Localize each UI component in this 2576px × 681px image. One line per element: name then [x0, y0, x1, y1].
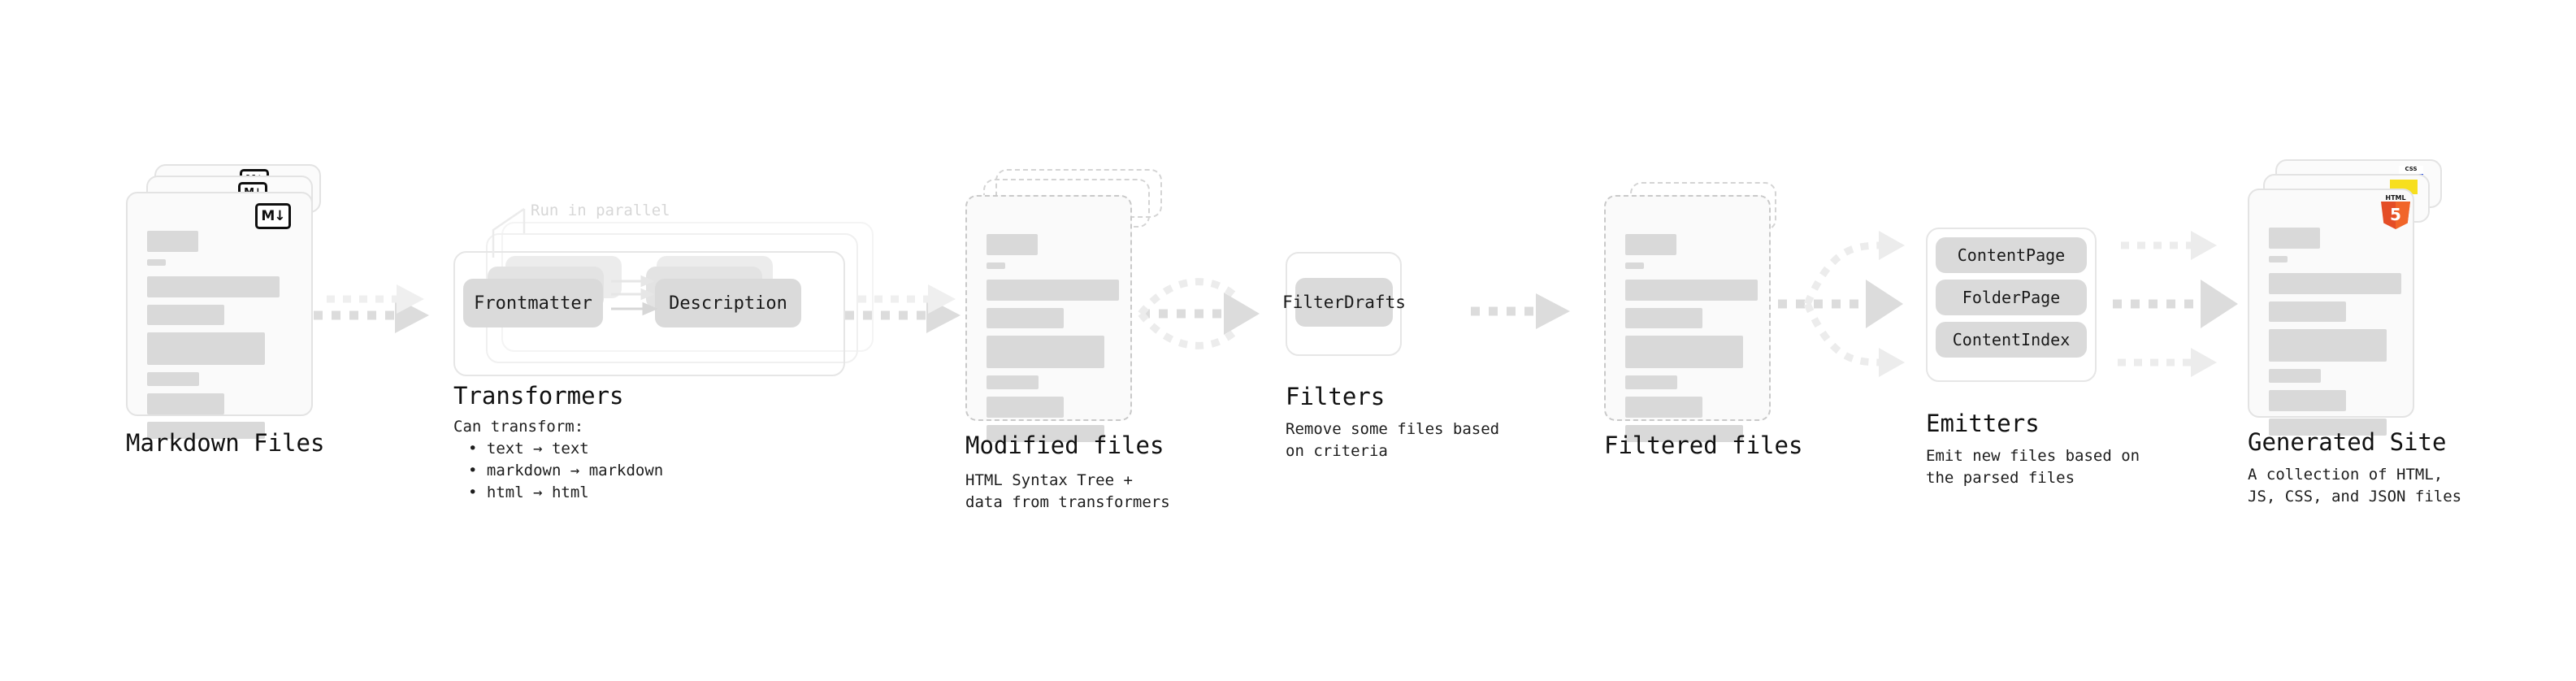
skeleton-bar [987, 425, 1104, 442]
transformer-inner-arrows [611, 275, 660, 325]
filtered-skeleton-bars [1625, 234, 1758, 449]
skeleton-bar [987, 234, 1038, 255]
skeleton-bar [1625, 234, 1676, 255]
filters-description: Remove some files based on criteria [1286, 420, 1500, 460]
filtered-files-title: Filtered files [1604, 432, 1803, 459]
skeleton-bar [147, 259, 166, 266]
site-skeleton-bars [2269, 228, 2401, 443]
generated-site-stack: CSS HTML 5 [0, 0, 2442, 436]
arrow-filters-to-filtered [1471, 291, 1593, 332]
filtered-card-front [1604, 195, 1771, 442]
arrow-emitters-to-site [2113, 229, 2259, 377]
skeleton-bar [987, 336, 1104, 368]
filter-chip-filterdrafts[interactable]: FilterDrafts [1282, 278, 1406, 327]
emitters-title: Emitters [1926, 410, 2040, 437]
modified-skeleton-bars [987, 234, 1119, 449]
skeleton-bar [987, 397, 1064, 418]
skeleton-bar [147, 276, 280, 297]
emitter-chip-folderpage[interactable]: FolderPage [1936, 280, 2087, 315]
arrow-filtered-to-emitters [1775, 229, 1937, 377]
filters-title: Filters [1286, 383, 1386, 410]
skeleton-bar [147, 372, 199, 386]
site-card-front [2248, 189, 2414, 436]
emitter-chip-contentpage[interactable]: ContentPage [1936, 237, 2087, 273]
transformer-chip-frontmatter[interactable]: Frontmatter [463, 279, 603, 327]
skeleton-bar [147, 393, 224, 414]
run-in-parallel-bracket [464, 206, 562, 271]
skeleton-bar [2269, 329, 2387, 362]
skeleton-bar [2269, 256, 2288, 262]
arrow-markdown-to-transformers [314, 284, 444, 335]
skeleton-bar [987, 308, 1064, 328]
html5-wordmark: HTML [2385, 194, 2406, 202]
transformer-chip-description[interactable]: Description [655, 279, 801, 327]
transformers-bullet-1: • markdown → markdown [468, 462, 664, 479]
skeleton-bar [1625, 336, 1743, 368]
skeleton-bar [147, 422, 265, 439]
transformers-bullet-0: • text → text [468, 440, 589, 458]
markdown-icon: M↓ [255, 203, 291, 229]
generated-site-title: Generated Site [2248, 428, 2447, 456]
transformers-bullet-2: • html → html [468, 484, 589, 501]
skeleton-bar [987, 262, 1005, 269]
skeleton-bar [2269, 273, 2401, 294]
html5-shield-inner [2396, 202, 2410, 229]
skeleton-bar [1625, 425, 1743, 442]
html5-number: 5 [2390, 205, 2401, 224]
arrow-modified-to-filters [1136, 268, 1299, 358]
skeleton-bar [147, 305, 224, 325]
skeleton-bar [1625, 280, 1758, 301]
skeleton-bar [987, 280, 1119, 301]
markdown-skeleton-bars [147, 231, 293, 446]
skeleton-bar [147, 332, 265, 365]
skeleton-bar [147, 231, 198, 252]
modified-files-title: Modified files [965, 432, 1164, 459]
skeleton-bar [1625, 262, 1644, 269]
skeleton-bar [1625, 308, 1702, 328]
generated-site-description: A collection of HTML, JS, CSS, and JSON … [2248, 466, 2462, 505]
emitters-description: Emit new files based on the parsed files [1926, 447, 2140, 487]
skeleton-bar [987, 375, 1039, 389]
markdown-card-front [126, 192, 313, 439]
transformers-title: Transformers [453, 382, 624, 410]
modified-card-front [965, 195, 1132, 442]
skeleton-bar [2269, 390, 2346, 411]
modified-files-description: HTML Syntax Tree + data from transformer… [965, 471, 1170, 511]
skeleton-bar [2269, 419, 2387, 436]
skeleton-bar [2269, 301, 2346, 322]
markdown-files-title: Markdown Files [126, 429, 325, 457]
skeleton-bar [2269, 228, 2320, 249]
transformers-box-front [453, 251, 845, 376]
html5-icon: HTML 5 [2381, 194, 2410, 229]
skeleton-bar [1625, 397, 1702, 418]
run-in-parallel-note: Run in parallel [531, 202, 670, 219]
arrow-transformers-to-modified [845, 284, 975, 335]
transformers-description: Can transform: [453, 418, 584, 436]
skeleton-bar [2269, 369, 2321, 383]
emitter-chip-contentindex[interactable]: ContentIndex [1936, 322, 2087, 358]
skeleton-bar [1625, 375, 1677, 389]
